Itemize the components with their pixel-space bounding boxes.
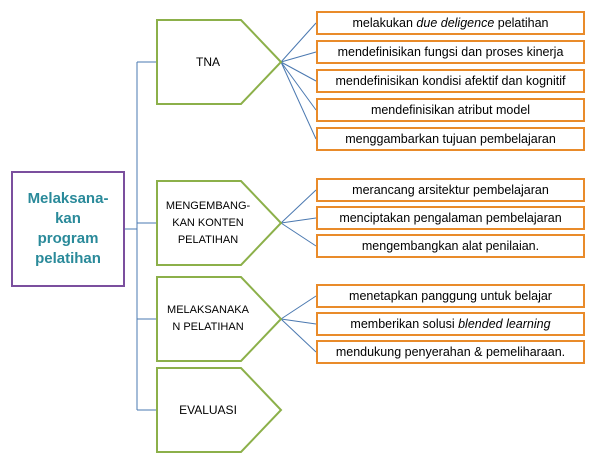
activity-item: mendefinisikan kondisi afektif dan kogni… — [316, 69, 585, 93]
activity-text: mendefinisikan atribut model — [370, 103, 531, 117]
stage-label: TNA — [157, 20, 259, 104]
activity-text: merancang arsitektur pembelajaran — [352, 183, 549, 197]
connector-lines — [125, 22, 317, 411]
item-connector — [280, 61, 317, 140]
item-connector — [280, 51, 317, 63]
stage-shape — [156, 19, 283, 105]
activity-text: memberikan solusi — [350, 317, 459, 331]
activity-item: memberikan solusi blended learning — [316, 312, 585, 336]
stage-label-text: TNA — [196, 54, 220, 69]
stage-shape — [156, 276, 283, 362]
item-connector — [280, 61, 317, 82]
activity-text: mendefinisikan fungsi dan proses kinerja — [337, 45, 564, 59]
activity-text: menggambarkan tujuan pembelajaran — [345, 132, 556, 146]
activity-text-tail: pelatihan — [494, 16, 549, 30]
stage-label: EVALUASI — [157, 368, 259, 452]
stage-shape — [156, 180, 283, 266]
activity-item: mengembangkan alat penilaian. — [316, 234, 585, 258]
stage-label-text: MENGEMBANG- KAN KONTEN PELATIHAN — [165, 199, 251, 246]
item-connector — [280, 318, 317, 353]
item-connector — [280, 61, 317, 111]
stage-label: MELAKSANAKA N PELATIHAN — [157, 277, 259, 361]
activity-item: menggambarkan tujuan pembelajaran — [316, 127, 585, 151]
activity-text: menciptakan pengalaman pembelajaran — [339, 211, 562, 225]
activity-text: mendukung penyerahan & pemeliharaan. — [335, 345, 566, 359]
activity-item: mendefinisikan fungsi dan proses kinerja — [316, 40, 585, 64]
activity-text: mendefinisikan kondisi afektif dan kogni… — [335, 74, 566, 88]
item-connector — [280, 318, 317, 325]
activity-text: melakukan — [352, 16, 417, 30]
stage-shapes — [156, 19, 283, 453]
root-label: Melaksana- kan program pelatihan — [27, 190, 109, 267]
activity-item: menetapkan panggung untuk belajar — [316, 284, 585, 308]
activity-item: menciptakan pengalaman pembelajaran — [316, 206, 585, 230]
activity-text-emphasis: due deligence — [416, 16, 495, 30]
root-node: Melaksana- kan program pelatihan — [11, 171, 125, 287]
activity-text: menetapkan panggung untuk belajar — [349, 289, 552, 303]
item-connector — [280, 22, 317, 63]
item-connector — [280, 222, 317, 247]
activity-item: mendukung penyerahan & pemeliharaan. — [316, 340, 585, 364]
item-connector — [280, 189, 317, 224]
activity-item: melakukan due deligence pelatihan — [316, 11, 585, 35]
activity-item: merancang arsitektur pembelajaran — [316, 178, 585, 202]
activity-text: mengembangkan alat penilaian. — [361, 239, 540, 253]
item-connector — [280, 295, 317, 320]
activity-text-emphasis: blended learning — [458, 317, 551, 331]
item-connector — [280, 217, 317, 224]
stage-label-text: EVALUASI — [179, 402, 237, 417]
activity-item: mendefinisikan atribut model — [316, 98, 585, 122]
stage-label: MENGEMBANG- KAN KONTEN PELATIHAN — [157, 181, 259, 265]
stage-label-text: MELAKSANAKA N PELATIHAN — [167, 304, 249, 333]
stage-shape — [156, 367, 283, 453]
